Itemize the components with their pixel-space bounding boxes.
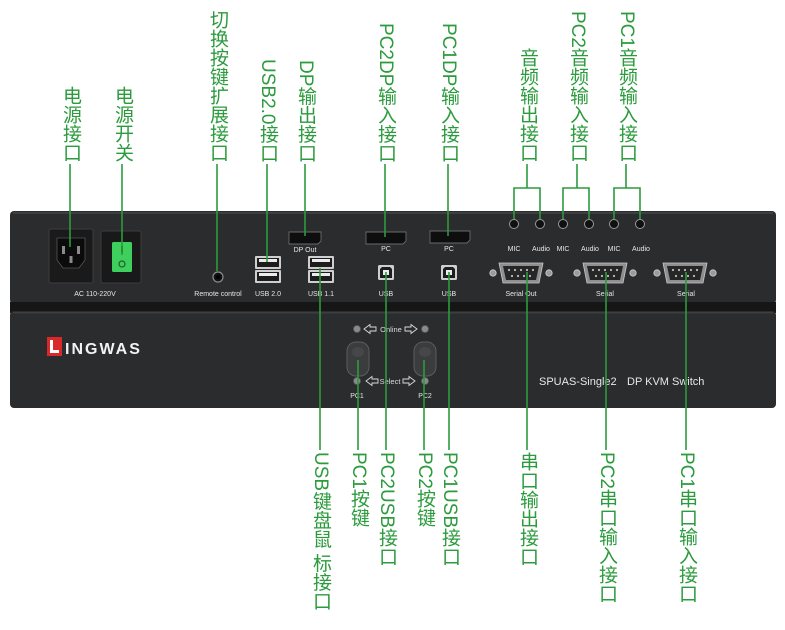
pc2-button: [413, 341, 437, 377]
audio-out-mic-label: MIC: [508, 246, 521, 253]
usb11-ports: [308, 256, 334, 283]
dp-out-port: [288, 231, 322, 245]
audio-out-audio-jack: [535, 219, 545, 229]
usb20-label: USB 2.0: [255, 291, 281, 298]
front-panel: [10, 311, 776, 408]
callout-pc1-dp-in: PC1DP输入接口: [438, 22, 459, 162]
pc2-mic-jack: [558, 219, 568, 229]
usb20-ports: [255, 256, 281, 283]
brand-logo: INGWAS: [47, 337, 142, 358]
serial-out-label: Serial Out: [505, 291, 536, 298]
callout-bracket-pc1-audio: [613, 164, 641, 219]
model-name: SPUAS-Single2: [539, 376, 617, 388]
callout-pc2-serial-in: PC2串口输入接口: [596, 452, 617, 603]
power-label: AC 110-220V: [74, 291, 116, 298]
pc1-button-label: PC1: [350, 393, 364, 400]
remote-control-jack: [212, 271, 224, 283]
callout-usb20: USB2.0接口: [257, 58, 278, 162]
callout-pc2-audio-in: PC2音频输入接口: [567, 11, 588, 162]
arrow-right-icon: [402, 375, 416, 387]
callout-power-socket: 电源接口: [60, 86, 81, 162]
pc1-audio-jack: [635, 219, 645, 229]
online-label: Online: [380, 325, 402, 334]
callout-pc2-usb: PC2USB接口: [376, 452, 397, 567]
audio-out-audio-label: Audio: [532, 246, 550, 253]
callout-usb-keyboard-mouse: USB键盘鼠 标接口: [310, 452, 331, 611]
rear-panel: [10, 211, 776, 304]
callout-pc2-button: PC2按键: [414, 452, 435, 527]
pc2-select-led-icon: [421, 377, 429, 385]
callout-pc1-audio-in: PC1音频输入接口: [616, 11, 637, 162]
callout-power-switch: 电源开关: [112, 86, 133, 162]
pc1-online-led-icon: [353, 325, 361, 333]
pc2-mic-label: MIC: [557, 246, 570, 253]
callout-pc2-dp-in: PC2DP输入接口: [375, 22, 396, 162]
pc2-audio-jack: [584, 219, 594, 229]
usb11-label: USB 1.1: [308, 291, 334, 298]
callout-serial-out: 串口输出接口: [517, 452, 538, 566]
dp-out-label: DP Out: [294, 247, 317, 254]
callout-bracket-audio-out: [513, 164, 541, 219]
callout-pc1-button: PC1按键: [348, 452, 369, 527]
callout-audio-out: 音频输出接口: [517, 48, 538, 162]
panel-gap: [10, 302, 776, 313]
power-switch: [100, 230, 142, 284]
callout-pc1-usb: PC1USB接口: [439, 452, 460, 567]
pc2-audio-label: Audio: [581, 246, 599, 253]
pc1-mic-jack: [609, 219, 619, 229]
pc2-dp-label: PC: [381, 246, 391, 253]
pc1-dp-port: [429, 230, 471, 244]
callout-bracket-pc2-audio: [562, 164, 590, 219]
arrow-right-icon: [404, 323, 418, 335]
logo-text: INGWAS: [65, 341, 142, 358]
callout-dp-out: DP输出接口: [295, 59, 316, 162]
callout-switch-extension: 切换按键扩展接口: [207, 10, 228, 162]
pc1-dp-label: PC: [444, 246, 454, 253]
pc1-serial-port: [653, 262, 717, 284]
callout-pc1-serial-in: PC1串口输入接口: [676, 452, 697, 603]
pc2-online-led-icon: [421, 325, 429, 333]
pc1-audio-label: Audio: [632, 246, 650, 253]
remote-label: Remote control: [194, 291, 242, 298]
pc2-serial-port: [573, 262, 637, 284]
arrow-left-icon: [365, 375, 379, 387]
pc1-select-led-icon: [353, 377, 361, 385]
serial-out-port: [489, 262, 553, 284]
audio-out-mic-jack: [509, 219, 519, 229]
pc1-mic-label: MIC: [608, 246, 621, 253]
pc2-button-label: PC2: [418, 393, 432, 400]
power-socket: [48, 228, 94, 284]
select-label: Select: [380, 377, 402, 386]
pc1-button: [346, 341, 370, 377]
pc2-dp-port: [365, 231, 407, 245]
product-name: DP KVM Switch: [627, 376, 704, 388]
arrow-left-icon: [363, 323, 377, 335]
